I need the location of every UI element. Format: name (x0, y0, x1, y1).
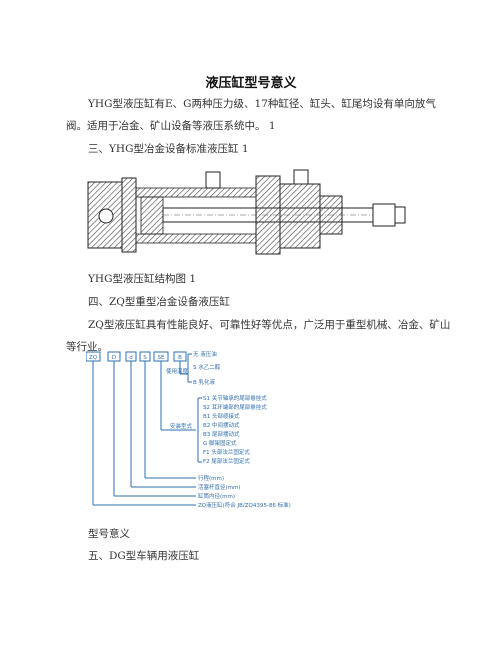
model-code-diagram: ZQ D d S SE B 使用温度 无 液压油 S 水乙二醇 B 乳化液 安装… (86, 350, 291, 509)
paragraph-2-line-2: 等行业。 (66, 341, 108, 353)
code-box-medium: B (178, 355, 182, 361)
code-box-bore: D (112, 355, 116, 361)
code-box-mount: SE (158, 355, 165, 361)
medium-item-3: B 乳化液 (193, 378, 216, 386)
stroke-label: 行程(mm) (198, 474, 224, 482)
mount-item-2: S2 耳环端部的尾部悬挂式 (203, 403, 267, 411)
medium-item-1: 无 液压油 (193, 350, 217, 358)
code-box-zq: ZQ (89, 355, 98, 361)
rod-diameter-label: 活塞杆直径(mm) (198, 483, 241, 491)
cylinder-structure-drawing (87, 169, 406, 255)
mount-item-7: F1 头部法兰固定式 (203, 448, 250, 456)
code-box-stroke: S (143, 355, 147, 361)
mount-item-8: F2 尾部法兰固定式 (203, 457, 250, 465)
zq-standard-label: ZQ液压缸(符合 JB/ZQ4395-86 标准) (198, 501, 291, 509)
figure-2-caption: 型号意义 (88, 528, 130, 540)
mount-item-6: G 脚架固定式 (203, 439, 237, 447)
page-title: 液压缸型号意义 (205, 76, 297, 91)
section-5-heading: 五、DG型车辆用液压缸 (88, 550, 200, 562)
paragraph-1-line-2: 阀。适用于冶金、矿山设备等液压系统中。 1 (66, 120, 276, 132)
bore-diameter-label: 缸筒内径(mm) (198, 492, 235, 500)
paragraph-2-line-1: ZQ型液压缸具有性能良好、可靠性好等优点，广泛用于重型机械、冶金、矿山 (88, 319, 451, 331)
figure-1-caption: YHG型液压缸结构图 1 (88, 273, 196, 285)
mount-item-5: B3 尾部摆动式 (203, 430, 240, 438)
mount-title: 安装型式 (170, 422, 193, 430)
code-box-rod: d (129, 355, 133, 361)
medium-title: 使用温度 (166, 367, 189, 375)
section-3-heading: 三、YHG型冶金设备标准液压缸 1 (88, 143, 249, 155)
section-4-heading: 四、ZQ型重型冶金设备液压缸 (88, 296, 230, 308)
mount-item-4: B2 中间摆动式 (203, 421, 240, 429)
paragraph-1-line-1: YHG型液压缸有E、G两种压力级、17种缸径、缸头、缸尾均设有单向放气 (88, 98, 436, 110)
medium-item-2: S 水乙二醇 (193, 363, 221, 371)
mount-item-1: S1 关节轴承的尾部悬挂式 (203, 394, 267, 402)
mount-item-3: B1 头部缆接式 (203, 412, 240, 420)
